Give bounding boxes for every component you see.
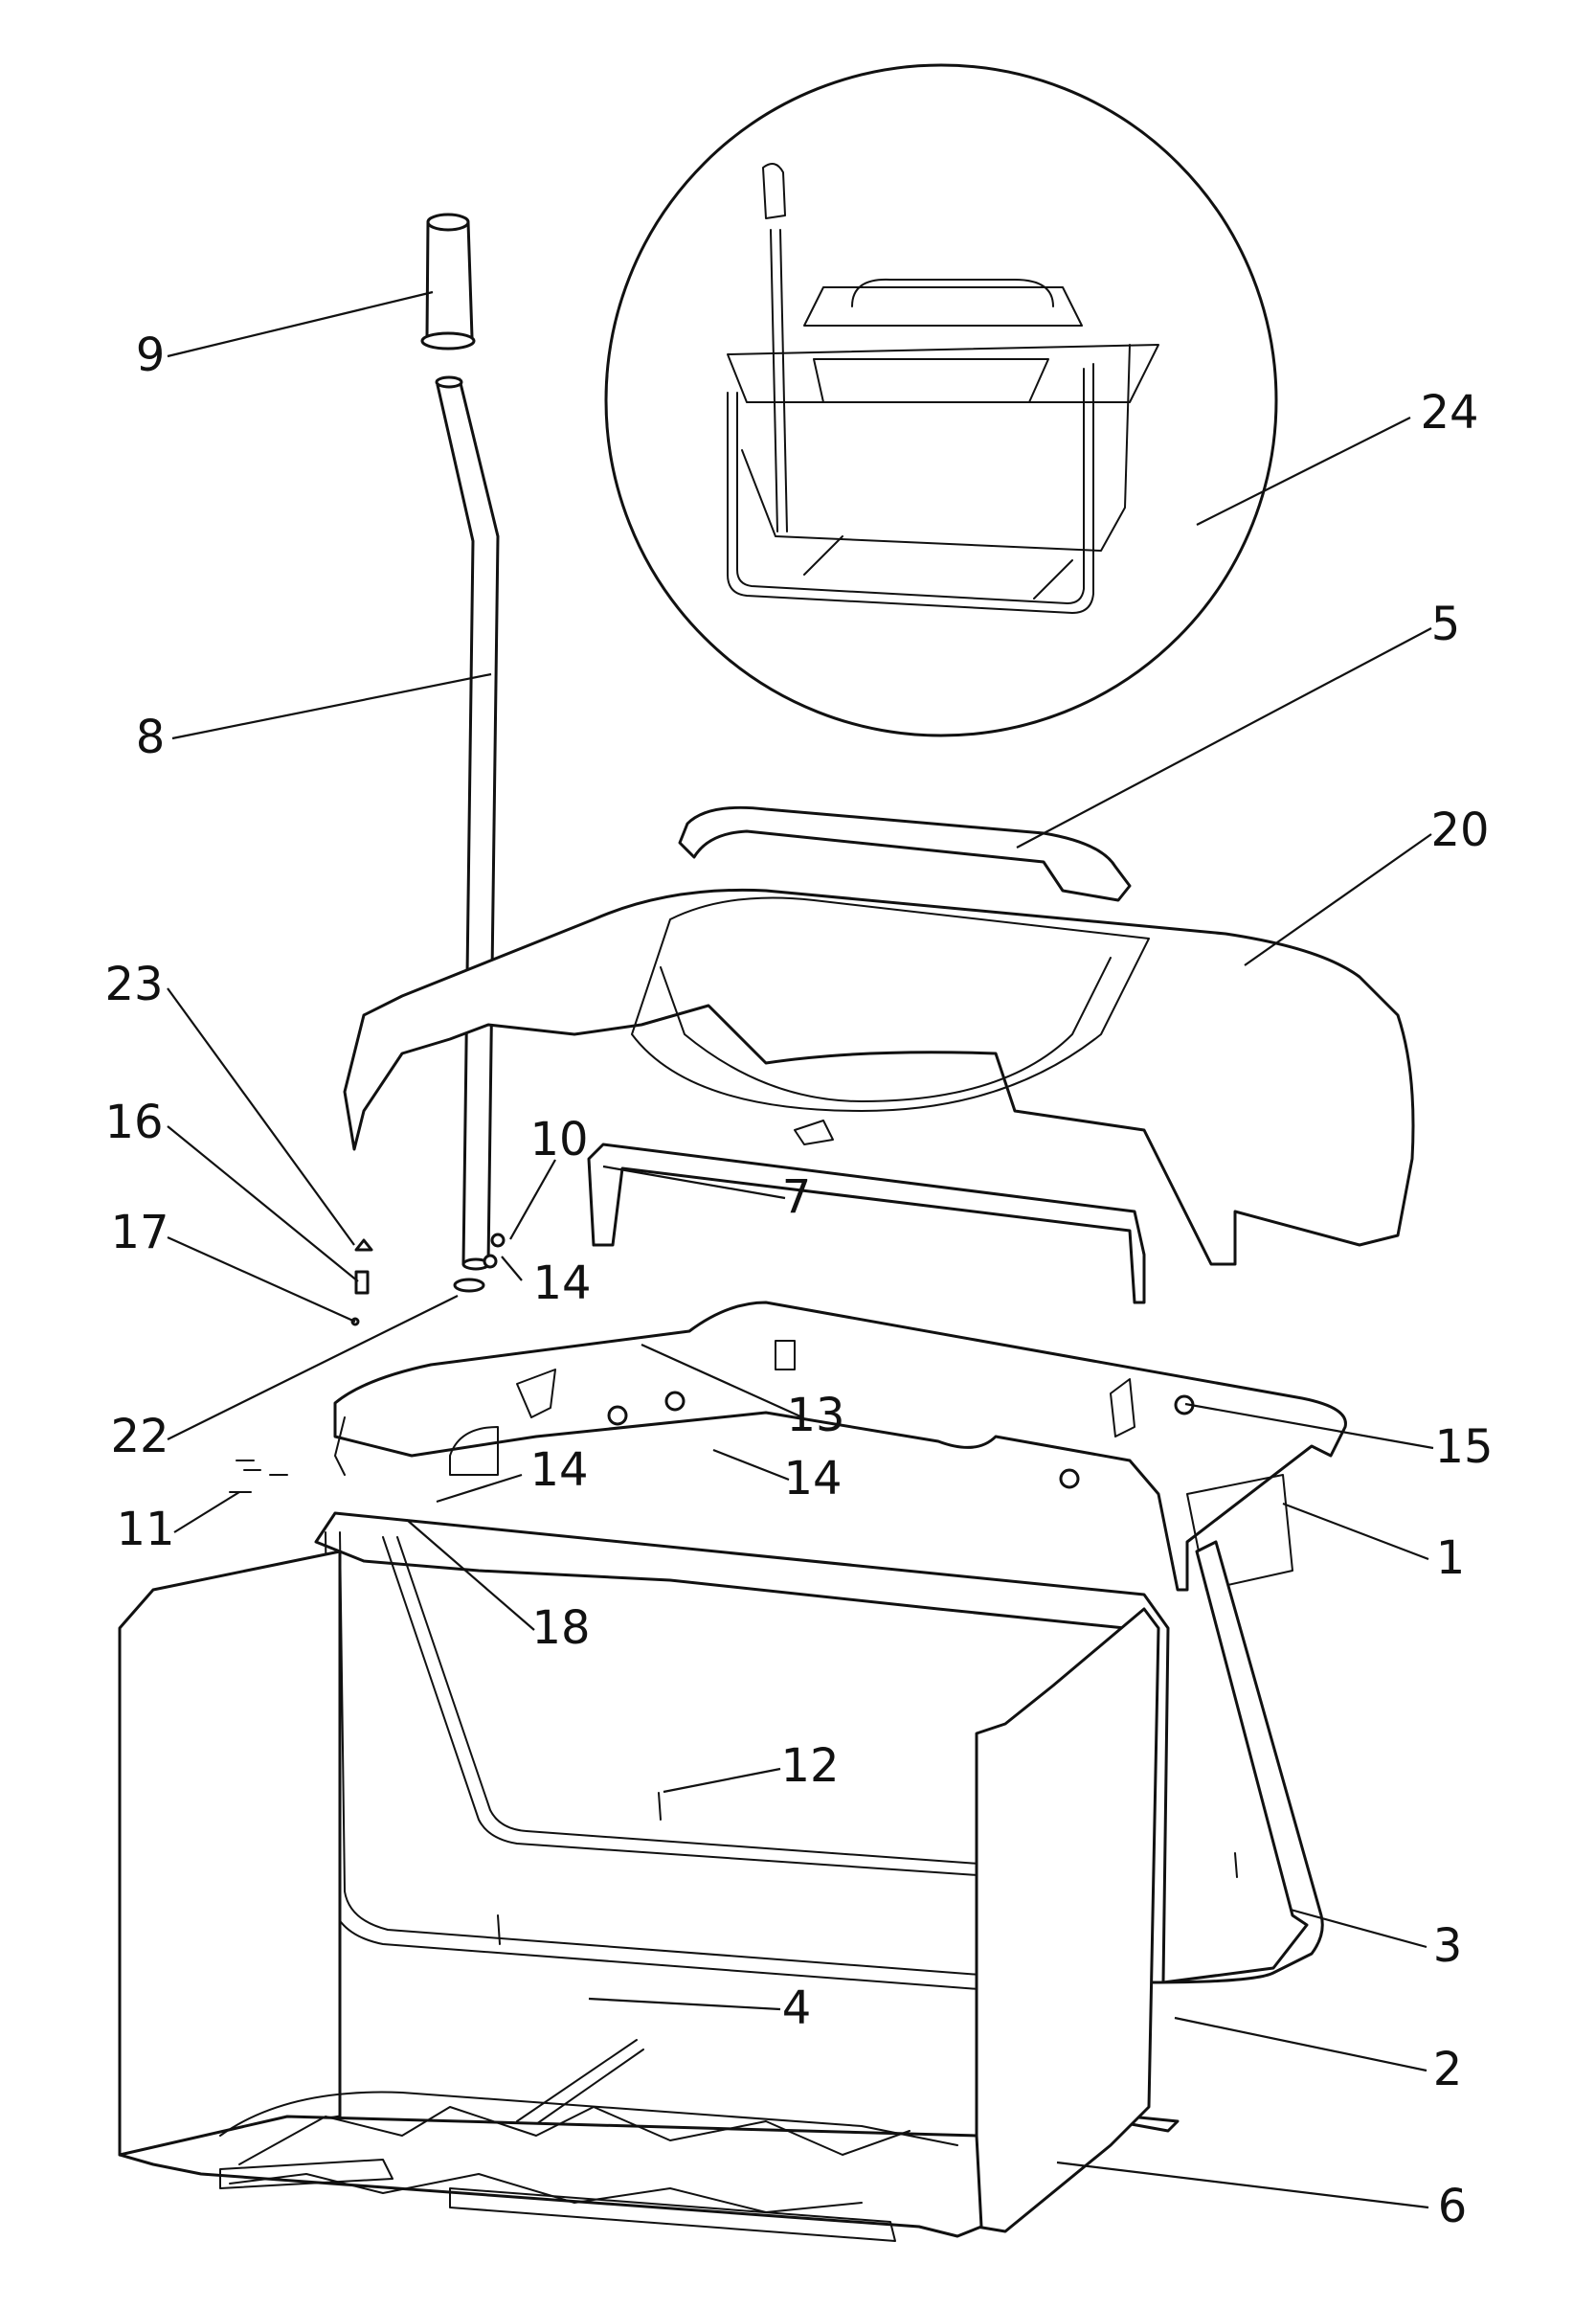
callout-18: 17: [110, 1206, 169, 1259]
callout-22: 22: [110, 1410, 169, 1463]
bracket-strap: [587, 1143, 1146, 1304]
callout-7: 7: [782, 1170, 812, 1224]
top-cover: [343, 888, 1415, 1266]
callout-19: 18: [531, 1601, 590, 1655]
callout-16: 15: [1434, 1420, 1493, 1474]
callout-labels: 9 8 24 5 20 23 16 17 10 7 14 22 13 15 14…: [104, 328, 1493, 2233]
callout-2: 2: [1433, 2043, 1463, 2096]
callout-6: 6: [1438, 2180, 1468, 2233]
callout-17: 16: [104, 1096, 163, 1149]
callout-13: 13: [786, 1389, 844, 1442]
callout-15: 14: [783, 1452, 842, 1505]
callout-8: 8: [136, 711, 166, 764]
callout-20: 20: [1430, 804, 1489, 857]
handle-tube: [435, 375, 500, 1271]
callout-12: 12: [780, 1739, 839, 1793]
callout-1: 1: [1436, 1531, 1466, 1585]
assembled-view-inset: [604, 63, 1278, 737]
callout-11: 11: [116, 1503, 174, 1556]
upper-frame: [333, 1301, 1347, 1592]
inner-rods: [325, 1531, 1145, 2132]
callout-23: 23: [104, 958, 163, 1011]
callout-3: 3: [1433, 1919, 1463, 1973]
inset-circle: [604, 63, 1278, 737]
callout-14-upper: 14: [532, 1256, 591, 1310]
callout-24: 24: [1420, 386, 1478, 440]
handle-grip: [420, 213, 476, 351]
leader-lines: [167, 290, 1434, 2209]
large-frame: [314, 1511, 1324, 2133]
callout-14-lower: 14: [529, 1443, 588, 1497]
bolts: [229, 1391, 1238, 1945]
callout-9: 9: [136, 328, 166, 382]
small-hardware: [350, 1233, 506, 1326]
callout-4: 4: [782, 1981, 812, 2035]
callout-10: 10: [529, 1113, 588, 1166]
top-handle: [678, 805, 1132, 902]
callout-5: 5: [1431, 598, 1461, 651]
collection-bag: [118, 1550, 1160, 2242]
